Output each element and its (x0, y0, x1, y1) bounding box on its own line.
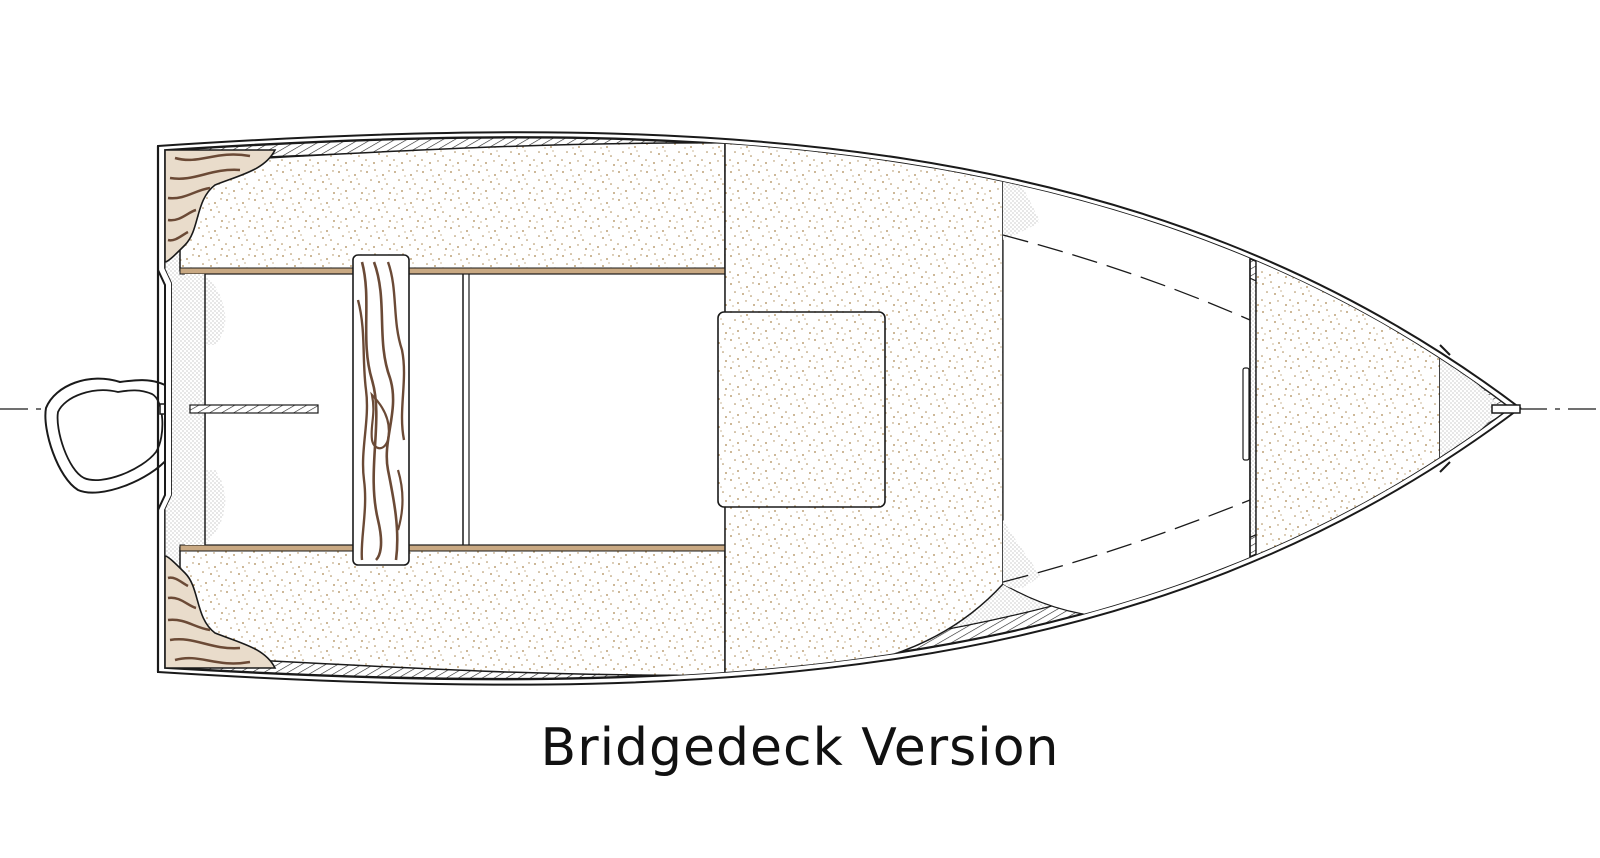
breasthook-tick-top (1439, 344, 1451, 356)
seat-trim-bottom (179, 544, 726, 552)
keelson-bar (189, 404, 319, 414)
hidden-line-top-inner (1002, 234, 1251, 321)
seat-trim-top (179, 267, 726, 275)
bow-eye (1491, 404, 1521, 414)
bow-compartment (1255, 232, 1441, 588)
aft-knee-top (165, 149, 277, 263)
hidden-line-bottom-inner (1002, 499, 1251, 583)
bridgedeck-hatch (717, 311, 886, 508)
breasthook-tick-bottom (1439, 461, 1451, 473)
forward-brace (1242, 367, 1250, 461)
thwart-seat (352, 254, 410, 566)
forward-well (1002, 161, 1251, 618)
drawing-caption: Bridgedeck Version (540, 718, 1060, 778)
outboard-motor (44, 377, 179, 494)
side-seat-top (179, 142, 726, 271)
aft-knee-bottom (165, 555, 277, 669)
